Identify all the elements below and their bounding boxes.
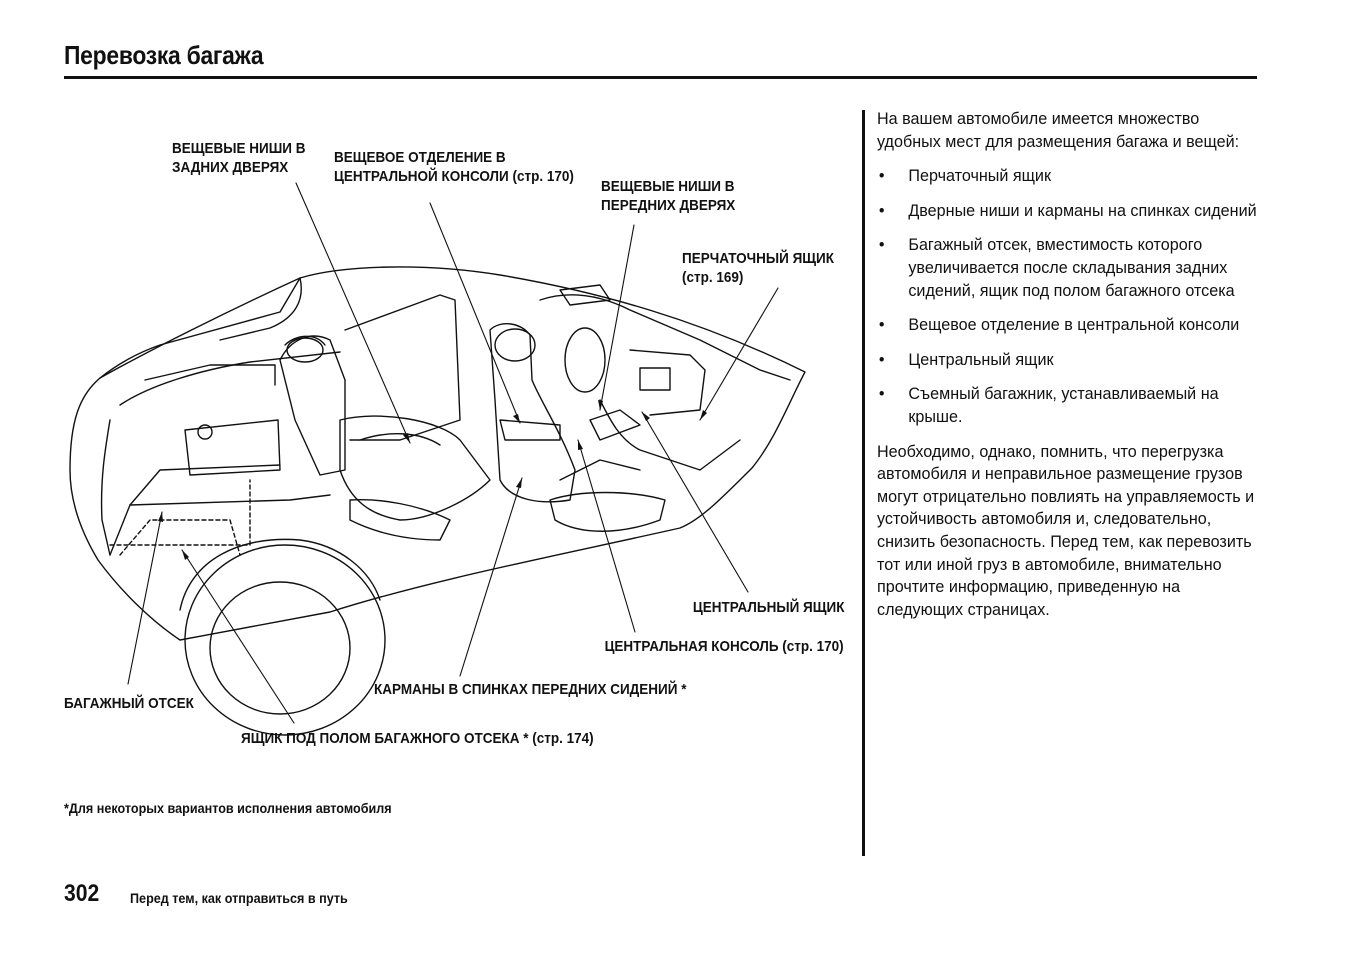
list-item: Дверные ниши и карманы на спинках сидени… bbox=[877, 200, 1257, 223]
callout-arrowheads bbox=[158, 400, 707, 560]
page-number: 302 bbox=[64, 880, 100, 907]
callout-front-door-pockets: ВЕЩЕВЫЕ НИШИ В ПЕРЕДНИХ ДВЕРЯХ bbox=[601, 178, 736, 214]
section-name: Перед тем, как отправиться в путь bbox=[130, 890, 348, 906]
rear-seats bbox=[279, 294, 491, 541]
list-item: Багажный отсек, вместимость которого уве… bbox=[877, 234, 1257, 302]
column-divider bbox=[862, 110, 865, 856]
callout-rear-door-pockets: ВЕЩЕВЫЕ НИШИ В ЗАДНИХ ДВЕРЯХ bbox=[172, 140, 306, 176]
callout-seatback-pockets: КАРМАНЫ В СПИНКАХ ПЕРЕДНИХ СИДЕНИЙ * bbox=[374, 681, 687, 698]
footnote: *Для некоторых вариантов исполнения авто… bbox=[64, 800, 392, 816]
list-item: Съемный багажник, устанавливаемый на кры… bbox=[877, 383, 1257, 428]
title-rule bbox=[64, 76, 1257, 79]
body-text-column: На вашем автомобиле имеется множество уд… bbox=[877, 108, 1257, 621]
callout-center-box: ЦЕНТРАЛЬНЫЙ ЯЩИК bbox=[692, 599, 844, 616]
list-item: Центральный ящик bbox=[877, 349, 1257, 372]
callout-center-console: ЦЕНТРАЛЬНАЯ КОНСОЛЬ (стр. 170) bbox=[604, 638, 844, 655]
car-body-outline bbox=[69, 266, 806, 641]
callout-leader-lines bbox=[127, 182, 779, 724]
callout-console-compartment: ВЕЩЕВОЕ ОТДЕЛЕНИЕ В ЦЕНТРАЛЬНОЙ КОНСОЛИ … bbox=[334, 149, 574, 185]
storage-list: Перчаточный ящик Дверные ниши и карманы … bbox=[877, 165, 1257, 428]
front-seats bbox=[489, 323, 666, 532]
list-item: Вещевое отделение в центральной консоли bbox=[877, 314, 1257, 337]
closing-paragraph: Необходимо, однако, помнить, что перегру… bbox=[877, 441, 1255, 619]
cargo-area-outline bbox=[109, 364, 331, 556]
page-title: Перевозка багажа bbox=[64, 40, 264, 70]
list-item: Перчаточный ящик bbox=[877, 165, 1257, 188]
callout-glove-box: ПЕРЧАТОЧНЫЙ ЯЩИК (стр. 169) bbox=[682, 250, 835, 286]
callout-cargo-area: БАГАЖНЫЙ ОТСЕК bbox=[64, 695, 194, 712]
dashboard-and-console bbox=[539, 284, 791, 471]
callout-underfloor-box: ЯЩИК ПОД ПОЛОМ БАГАЖНОГО ОТСЕКА * (стр. … bbox=[241, 730, 594, 747]
intro-paragraph: На вашем автомобиле имеется множество уд… bbox=[877, 109, 1240, 151]
car-interior-illustration bbox=[69, 182, 806, 736]
